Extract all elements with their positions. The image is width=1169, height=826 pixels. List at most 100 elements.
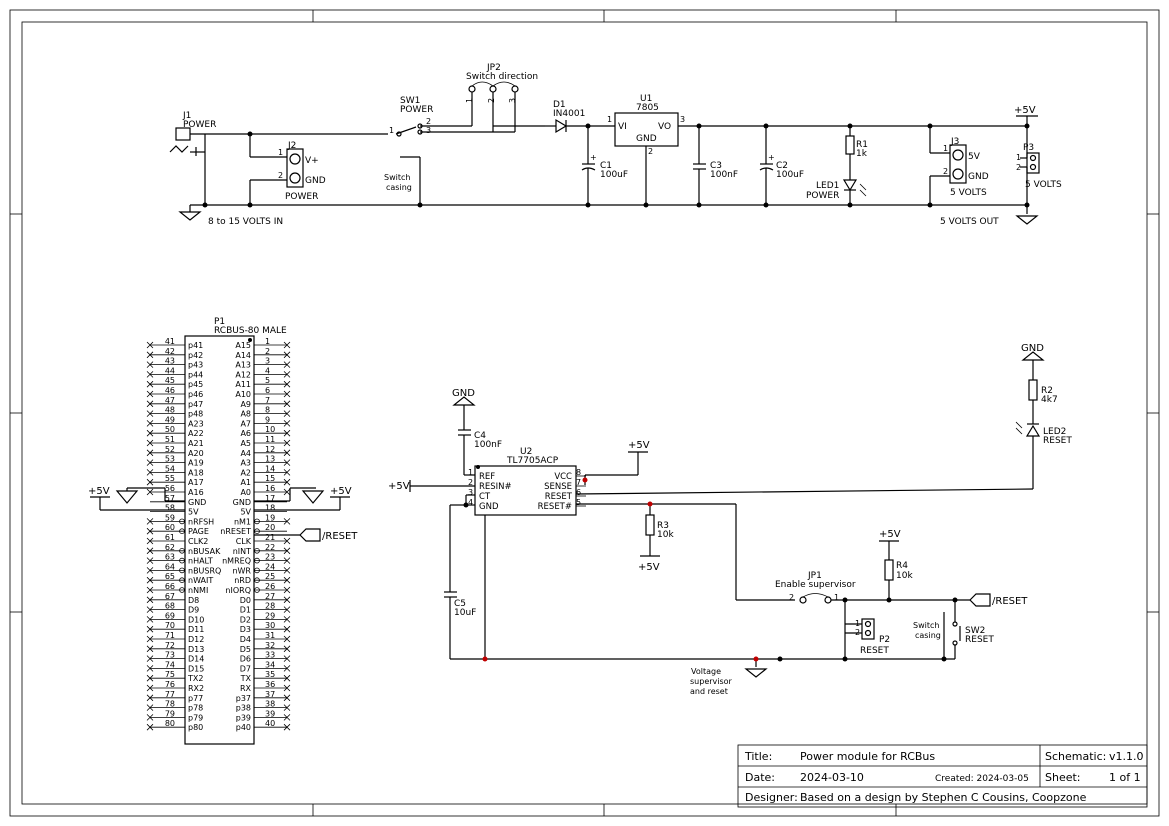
svg-text:1: 1 [607,115,612,124]
p1-left-pin-name: nNMI [188,586,208,595]
no-connect-icon [146,567,154,574]
p1-right-pin-name: A10 [235,390,251,399]
p1-left-pin-number: 79 [165,709,175,718]
u2-body [474,465,577,516]
p1-left-pin-number: 46 [165,386,175,395]
p1-left-pin-number: 67 [165,592,175,601]
p1-right-pin-number: 14 [265,464,275,473]
power-section: J1 POWER 1 2 J2 V+ GND POWER 8 to 15 VOL… [169,63,1062,227]
p3-ref: P3 [1023,143,1034,153]
p1-left-pin-name: D13 [188,645,204,654]
p1-left-pin-number: 58 [165,504,175,513]
svg-text:2: 2 [855,628,860,637]
no-connect-icon [146,449,154,457]
led2-ref: LED2 [1043,427,1066,437]
p1-left-pin-name: TX2 [187,674,203,683]
no-connect-icon [146,371,154,378]
no-connect-icon [283,723,291,731]
p1-right-pin-number: 9 [265,415,270,424]
p1-left-pin-number: 75 [165,670,175,679]
svg-text:1: 1 [1016,153,1021,162]
p1-left-pin-number: 50 [165,425,175,434]
p1-left-pin-number: 56 [165,484,175,493]
no-connect-icon [283,390,291,398]
p1-right-pin-number: 4 [265,366,270,375]
c3-ref: C3 [710,161,722,171]
resistor-r1-led1: R1 1k LED1 POWER [806,126,868,205]
p1-left-pin-name: p78 [188,704,203,713]
u2-left-pin-number: 4 [468,498,473,507]
p1-left-pin-name: D12 [188,635,204,644]
c2-val: 100uF [776,170,804,180]
p1-left-pin-number: 55 [165,474,175,483]
p1-right-pin-name: p37 [236,694,251,703]
no-connect-icon [146,420,154,427]
p1-right-pin-name: nM1 [234,517,251,526]
p1-right-pin-name: A6 [240,429,251,438]
j2-ref: J2 [287,141,296,151]
no-connect-icon [146,341,154,349]
inverted-pin-icon [254,567,260,574]
p1-left-pin-number: 41 [165,337,175,346]
p1-left-pin-name: nBUSAK [188,547,221,556]
u1-gnd: GND [636,134,657,144]
p3-header: +5V 1 2 P3 5 VOLTS 5 VOLTS OUT [940,105,1062,227]
p1-left-pin-number: 78 [165,700,175,709]
svg-text:casing: casing [915,631,941,640]
p1-right-pin-name: p40 [236,723,251,732]
p1-left-pin-name: p79 [188,713,203,722]
no-connect-icon [283,488,291,496]
p1-right-pin-name: A12 [235,370,251,379]
inverted-pin-icon [254,587,260,593]
date-text: 2024-03-10 [800,771,864,784]
no-connect-icon [283,655,291,662]
p1-left-pin-number: 76 [165,680,175,689]
p1-right-pin-number: 16 [265,484,275,493]
inverted-pin-icon [179,577,185,583]
r1-val: 1k [856,149,868,159]
p1-right-pin-name: nRD [234,576,251,585]
p1-left-pin-name: A16 [188,488,204,497]
inverted-pin-icon [254,518,260,525]
p1-right-pin-name: TX [240,674,252,683]
c4-ref: C4 [474,431,486,441]
p1-right-pin-name: D6 [240,655,251,664]
p1-right-pin-number: 29 [265,611,275,620]
p1-left-pin-name: CLK2 [188,537,208,546]
p1-right-pin-number: 1 [265,337,270,346]
u2-right-pin-number: 7 [576,478,581,487]
schematic-label: Schematic: [1045,750,1106,763]
no-connect-icon [146,547,154,555]
gnd-label-c4: GND [452,388,475,399]
no-connect-icon [283,341,291,349]
no-connect-icon [283,439,291,447]
p1-left-pin-number: 48 [165,406,175,415]
inverted-pin-icon [179,567,185,574]
no-connect-icon [146,606,154,613]
no-connect-icon [283,645,291,653]
no-connect-icon [283,557,291,564]
p1-right-pin-number: 21 [265,533,275,542]
p2-name: RESET [860,646,889,656]
u1-vi: VI [618,122,627,132]
svg-text:3: 3 [426,126,431,135]
no-connect-icon [146,459,154,466]
p1-right-pin-number: 38 [265,700,275,709]
p1-right-pin-number: 15 [265,474,275,483]
p1-right-pin-name: D4 [240,635,251,644]
p1-right-pin-number: 33 [265,651,275,660]
p3-name: 5 VOLTS [1025,180,1062,190]
c4-val: 100nF [474,440,502,450]
u2-right-pin-name: SENSE [544,482,572,492]
p1-left-pin-name: nHALT [188,557,213,566]
no-connect-icon [283,567,291,574]
p1-right-pin-number: 18 [265,504,275,513]
p1-right-pin-name: nIORQ [225,586,251,595]
p1-left-pin-number: 49 [165,415,175,424]
p1-right-pin-number: 3 [265,357,270,366]
no-connect-icon [146,361,154,368]
p1-left-pin-number: 65 [165,572,175,581]
title-label: Title: [744,750,772,763]
p1-right-pin-number: 8 [265,406,270,415]
